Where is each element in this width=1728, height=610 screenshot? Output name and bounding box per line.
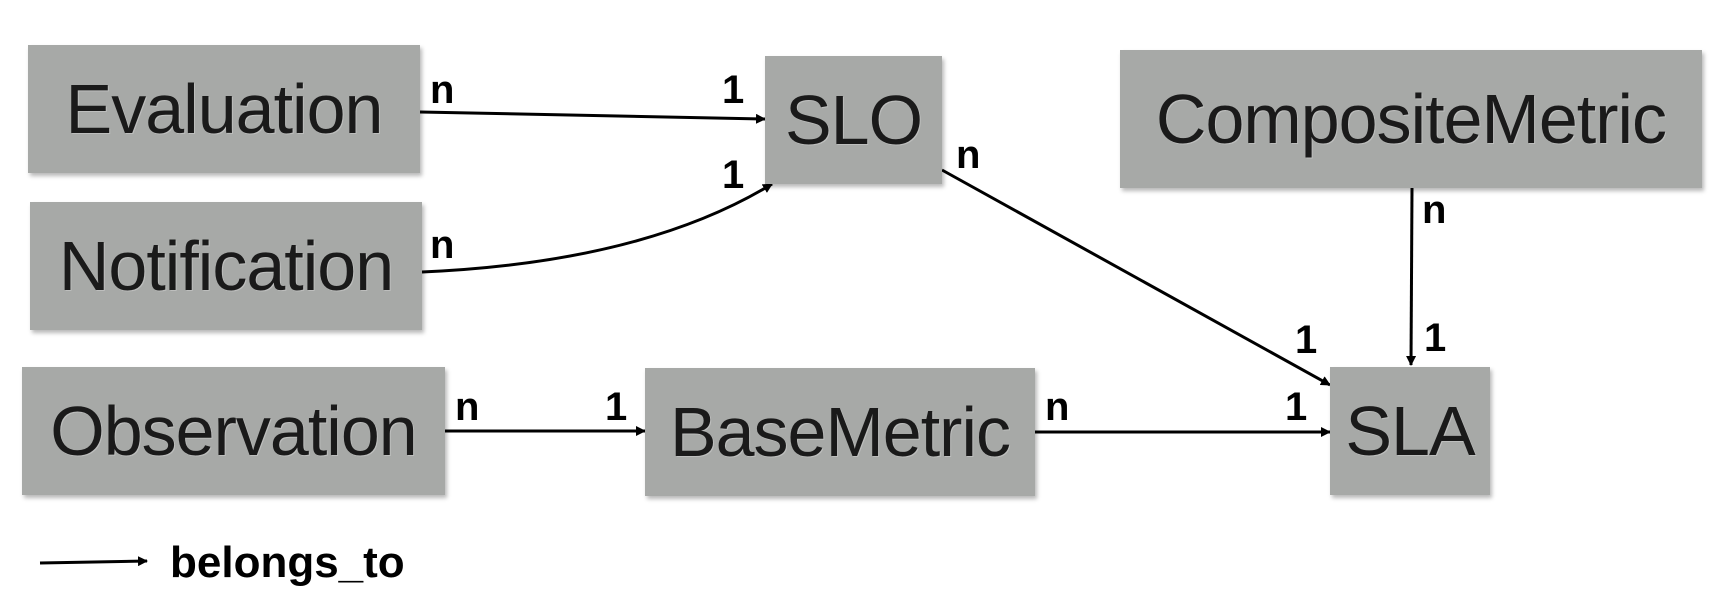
card-observation-to: 1 — [605, 385, 628, 429]
arrow-slo-sla — [941, 168, 1331, 387]
entity-compositemetric: CompositeMetric — [1120, 50, 1702, 188]
card-basemetric-from: n — [1045, 385, 1070, 429]
entity-notification: Notification — [30, 202, 422, 330]
entity-slo: SLO — [765, 56, 942, 184]
card-evaluation-from: n — [430, 68, 455, 112]
legend-arrow — [39, 556, 148, 567]
arrow-notification-slo — [421, 182, 773, 274]
card-composite-from: n — [1422, 188, 1447, 232]
entity-basemetric: BaseMetric — [645, 368, 1035, 496]
card-slo-from: n — [956, 133, 981, 177]
card-notification-to: 1 — [722, 153, 745, 197]
entity-evaluation: Evaluation — [28, 45, 420, 173]
card-evaluation-to: 1 — [722, 68, 745, 112]
card-slo-to: 1 — [1295, 318, 1318, 362]
entity-observation: Observation — [22, 367, 445, 495]
card-notification-from: n — [430, 223, 455, 267]
legend-label: belongs_to — [170, 538, 405, 587]
card-composite-to: 1 — [1424, 316, 1447, 360]
arrow-compositemetric-sla — [1406, 187, 1417, 366]
card-basemetric-to: 1 — [1285, 385, 1308, 429]
card-observation-from: n — [455, 385, 480, 429]
arrow-evaluation-slo — [419, 110, 766, 124]
entity-sla: SLA — [1330, 367, 1490, 495]
